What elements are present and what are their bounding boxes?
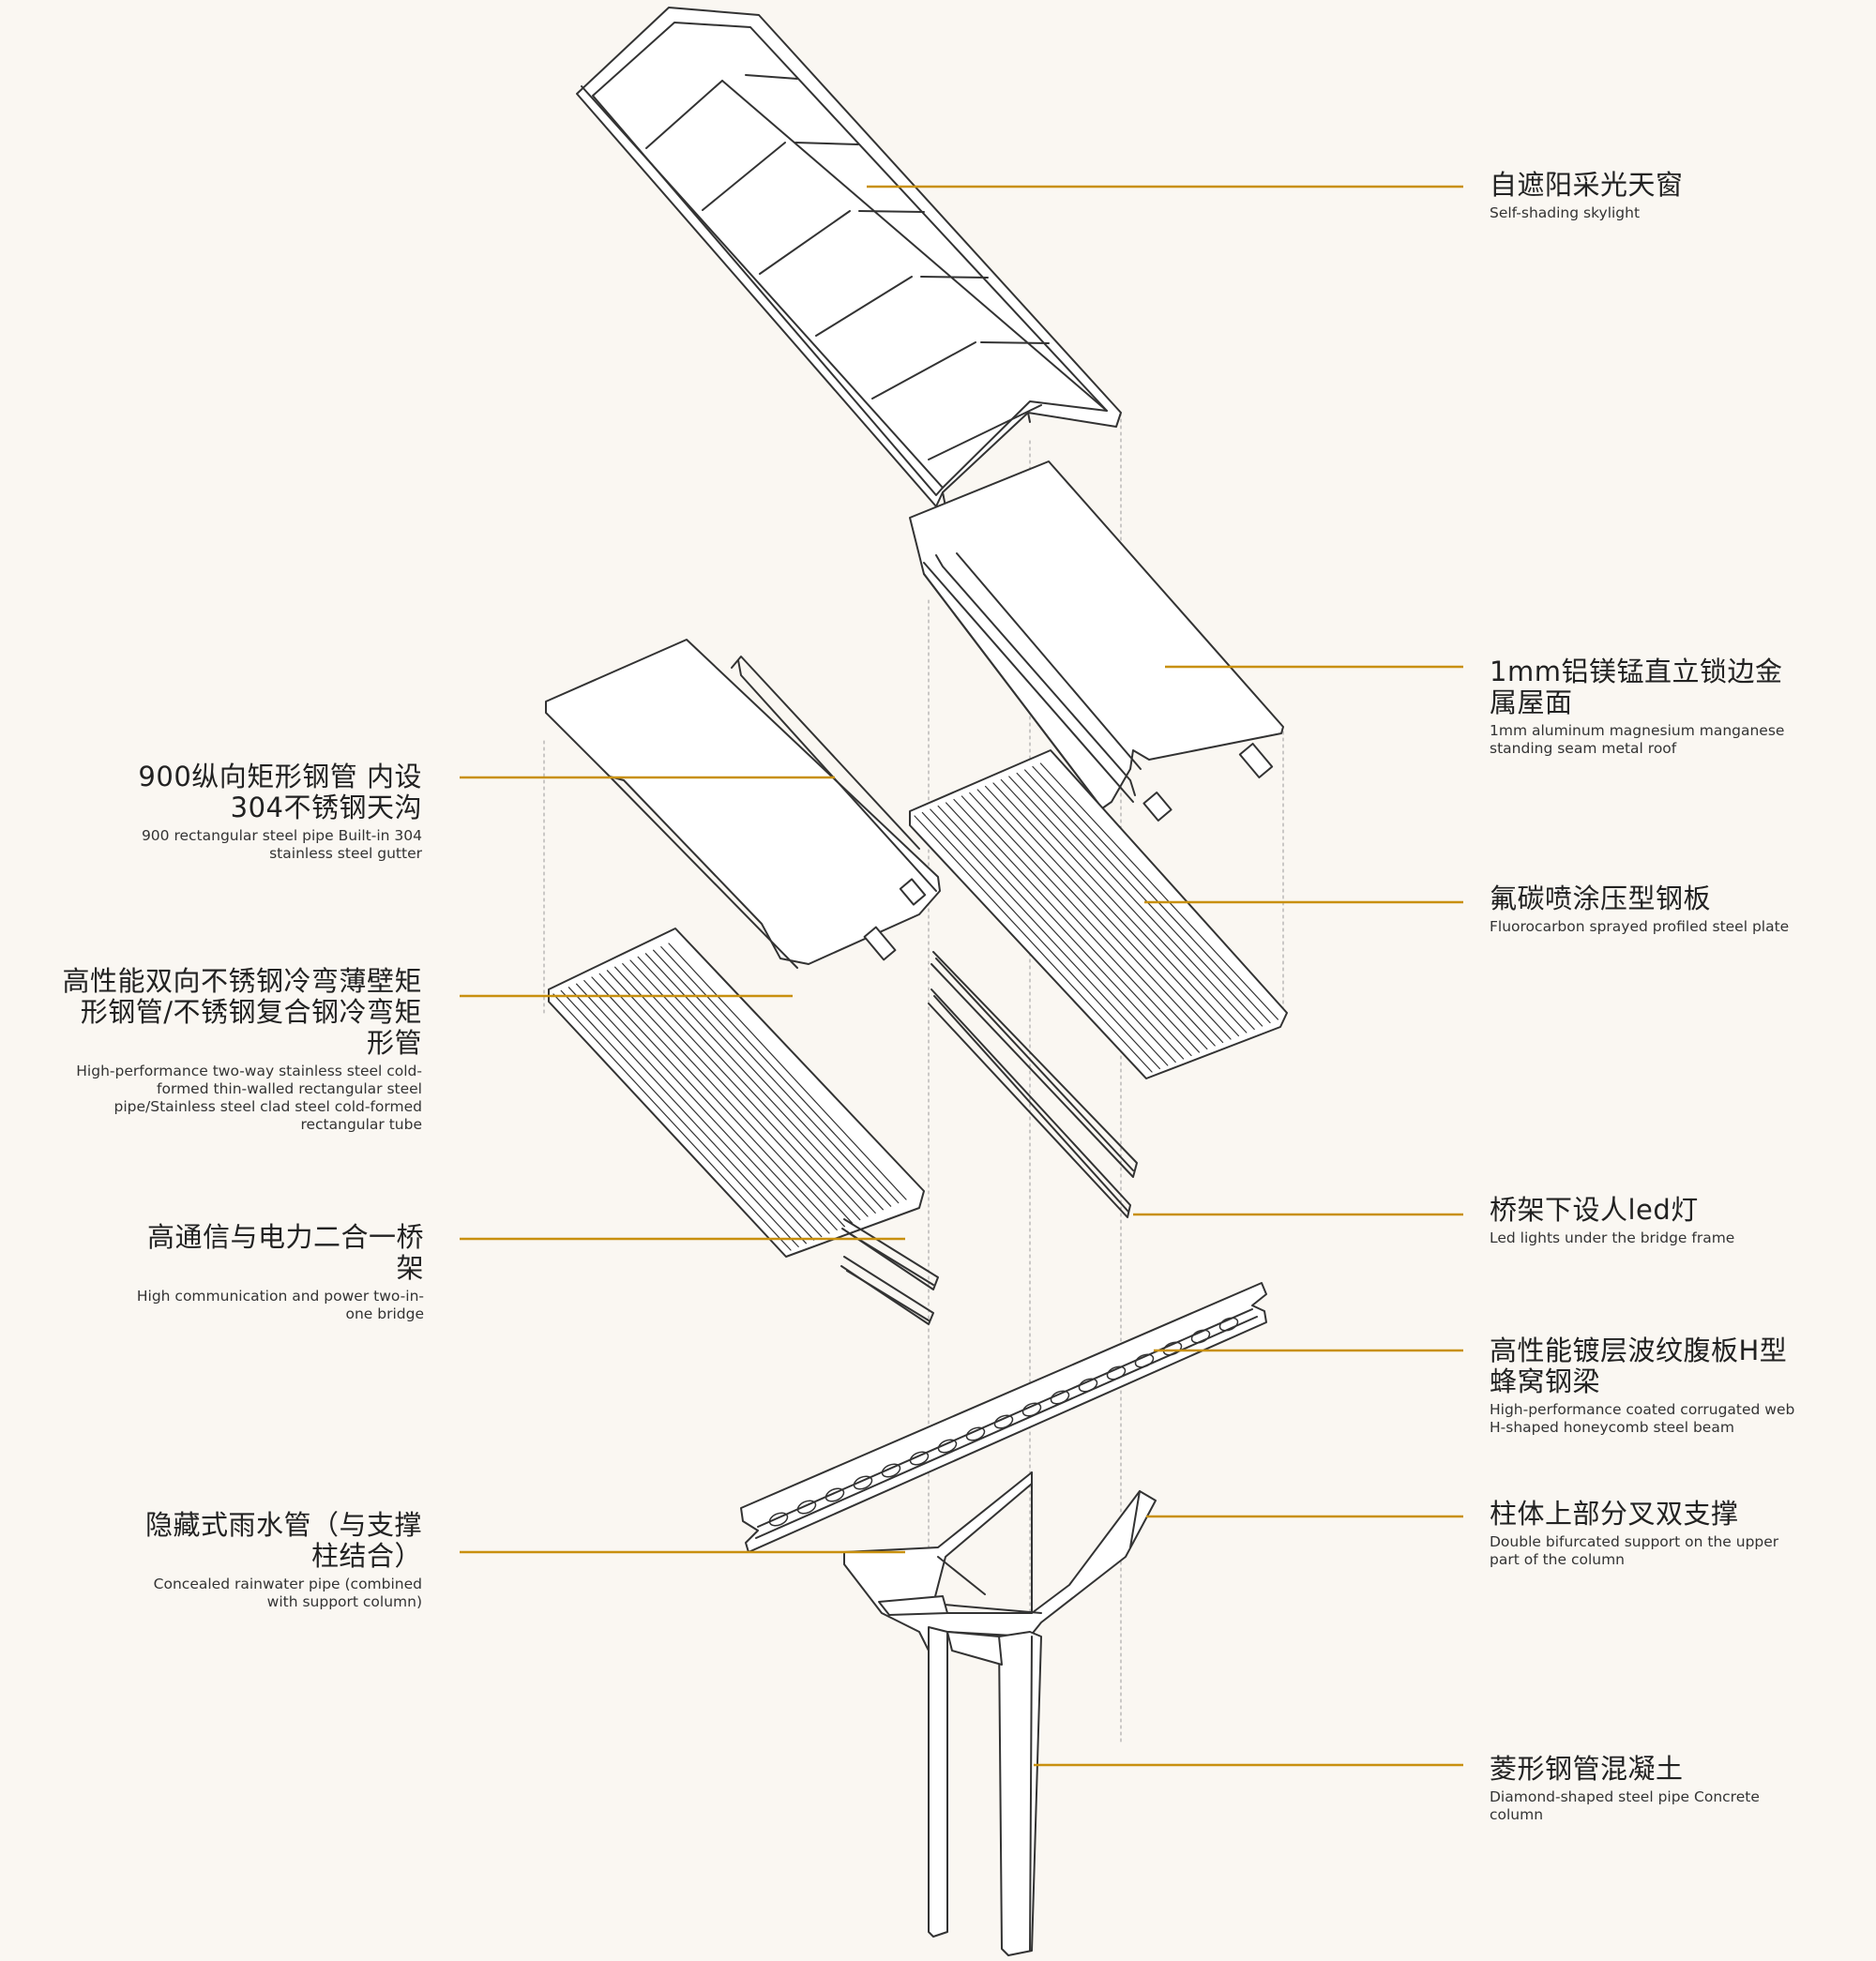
left-steel-pipe-panel xyxy=(545,639,941,969)
label-profiled-plate-zh: 氟碳喷涂压型钢板 xyxy=(1490,882,1712,914)
left-corrugated-plate xyxy=(548,928,925,1258)
label-led-lights: 桥架下设人led灯 Led lights under the bridge fr… xyxy=(1490,1195,1846,1247)
label-bridge: 高通信与电力二合一桥架 High communication and power… xyxy=(122,1222,424,1323)
label-profiled-plate: 氟碳喷涂压型钢板 Fluorocarbon sprayed profiled s… xyxy=(1490,883,1865,936)
skylight-mullions xyxy=(645,74,1108,460)
label-concrete-column: 菱形钢管混凝土 Diamond-shaped steel pipe Concre… xyxy=(1490,1754,1790,1824)
label-skylight: 自遮阳采光天窗 Self-shading skylight xyxy=(1490,170,1846,222)
led-light-tubes xyxy=(928,951,1138,1218)
right-metal-roof-panel xyxy=(909,460,1284,822)
label-stainless-tube-en: High-performance two-way stainless steel… xyxy=(76,1063,422,1133)
label-bridge-en: High communication and power two-in-one … xyxy=(136,1288,424,1322)
label-rainwater-pipe-en: Concealed rainwater pipe (combined with … xyxy=(153,1576,422,1610)
label-bifurcated-support: 柱体上部分叉双支撑 Double bifurcated support on t… xyxy=(1490,1499,1790,1569)
label-concrete-column-en: Diamond-shaped steel pipe Concrete colum… xyxy=(1490,1788,1760,1823)
label-steel-pipe-gutter: 900纵向矩形钢管 内设304不锈钢天沟 900 rectangular ste… xyxy=(122,762,422,863)
label-honeycomb-beam: 高性能镀层波纹腹板H型蜂窝钢梁 High-performance coated … xyxy=(1490,1335,1799,1437)
label-rainwater-pipe: 隐藏式雨水管（与支撑柱结合） Concealed rainwater pipe … xyxy=(122,1510,422,1611)
label-bifurcated-support-zh: 柱体上部分叉双支撑 xyxy=(1490,1498,1739,1530)
label-metal-roof: 1mm铝镁锰直立锁边金属屋面 1mm aluminum magnesium ma… xyxy=(1490,656,1790,758)
right-corrugated-plate xyxy=(909,749,1288,1079)
label-metal-roof-en: 1mm aluminum magnesium manganese standin… xyxy=(1490,722,1785,757)
label-led-lights-en: Led lights under the bridge frame xyxy=(1490,1229,1735,1246)
label-skylight-en: Self-shading skylight xyxy=(1490,204,1641,221)
bifurcated-support xyxy=(843,1471,1157,1652)
label-steel-pipe-gutter-en: 900 rectangular steel pipe Built-in 304 … xyxy=(141,827,422,862)
label-bridge-zh: 高通信与电力二合一桥架 xyxy=(146,1221,424,1284)
label-stainless-tube: 高性能双向不锈钢冷弯薄壁矩形钢管/不锈钢复合钢冷弯矩形管 High-perfor… xyxy=(56,966,422,1134)
honeycomb-h-beam xyxy=(740,1282,1267,1553)
label-concrete-column-zh: 菱形钢管混凝土 xyxy=(1490,1753,1684,1785)
label-stainless-tube-zh: 高性能双向不锈钢冷弯薄壁矩形钢管/不锈钢复合钢冷弯矩形管 xyxy=(62,965,422,1059)
skylight-component xyxy=(576,7,1122,507)
label-steel-pipe-gutter-zh: 900纵向矩形钢管 内设304不锈钢天沟 xyxy=(138,761,422,823)
label-profiled-plate-en: Fluorocarbon sprayed profiled steel plat… xyxy=(1490,918,1790,935)
concrete-column xyxy=(928,1626,1042,1956)
label-rainwater-pipe-zh: 隐藏式雨水管（与支撑柱结合） xyxy=(144,1509,422,1572)
leader-lines xyxy=(460,185,1463,1767)
label-honeycomb-beam-zh: 高性能镀层波纹腹板H型蜂窝钢梁 xyxy=(1490,1335,1788,1397)
bridge-cable-tray xyxy=(840,1218,939,1325)
label-led-lights-zh: 桥架下设人led灯 xyxy=(1490,1194,1699,1226)
label-skylight-zh: 自遮阳采光天窗 xyxy=(1490,169,1684,201)
label-honeycomb-beam-en: High-performance coated corrugated web H… xyxy=(1490,1401,1795,1436)
label-bifurcated-support-en: Double bifurcated support on the upper p… xyxy=(1490,1533,1779,1568)
label-metal-roof-zh: 1mm铝镁锰直立锁边金属屋面 xyxy=(1490,656,1783,718)
